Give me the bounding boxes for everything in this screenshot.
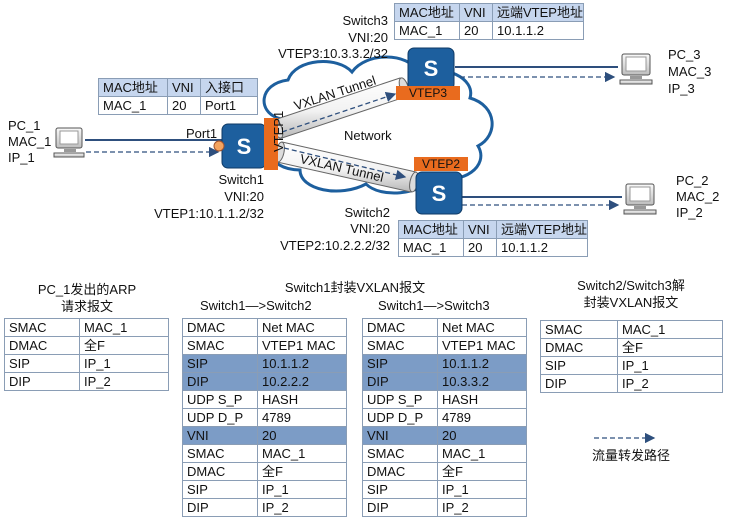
port1-label: Port1 [186,126,218,141]
pc1-name: PC_1 [8,118,41,133]
decap-title-line1: Switch2/Switch3解 [577,278,685,293]
pc3-mac: MAC_3 [668,64,712,79]
encap-sw2-title: Switch1—>Switch2 [200,298,312,313]
vtep1-box [264,118,278,170]
pc1-mac: MAC_1 [8,134,52,149]
switch2-vtep-ip: VTEP2:10.2.2.2/32 [280,238,390,253]
legend-flow-arrow [594,432,656,444]
switch2-name: Switch2 [344,205,390,220]
legend-label: 流量转发路径 [592,448,671,463]
pc3-icon [619,53,653,85]
topology-diagram: S S S [53,47,657,215]
svg-text:S: S [432,181,447,206]
network-label: Network [344,128,392,143]
switch1-icon: S [221,123,267,169]
pc2-mac: MAC_2 [676,189,720,204]
switch1-vtep-ip: VTEP1:10.1.1.2/32 [154,206,264,221]
switch3-name: Switch3 [342,13,388,28]
vtep1-label: VTEP1 [271,110,286,152]
port1-dot [213,140,225,152]
svg-text:S: S [424,56,439,81]
switch2-vni: VNI:20 [350,221,390,236]
pc2-name: PC_2 [676,173,709,188]
switch1-vni: VNI:20 [224,189,264,204]
pc1-icon [53,127,85,158]
vtep2-box [414,157,468,171]
switch3-vtep-ip: VTEP3:10.3.3.2/32 [278,46,388,61]
encap-title: Switch1封装VXLAN报文 [284,280,426,295]
pc3-ip: IP_3 [668,81,695,96]
svg-text:S: S [237,134,252,159]
switch2-icon: S [415,171,463,215]
pc2-icon [623,183,657,215]
switch3-icon: S [407,47,455,91]
pc2-ip: IP_2 [676,205,703,220]
switch1-name: Switch1 [218,172,264,187]
pc1-ip: IP_1 [8,150,35,165]
pc3-name: PC_3 [668,47,701,62]
encap-sw3-title: Switch1—>Switch3 [378,298,490,313]
vtep2-label: VTEP2 [421,157,460,171]
switch3-vni: VNI:20 [348,30,388,45]
arp-title-line2: 请求报文 [60,299,113,314]
vtep3-label: VTEP3 [408,86,447,100]
arp-title-line1: PC_1发出的ARP [37,282,137,297]
decap-title-line2: 封装VXLAN报文 [583,295,679,310]
vtep3-box [396,86,460,100]
